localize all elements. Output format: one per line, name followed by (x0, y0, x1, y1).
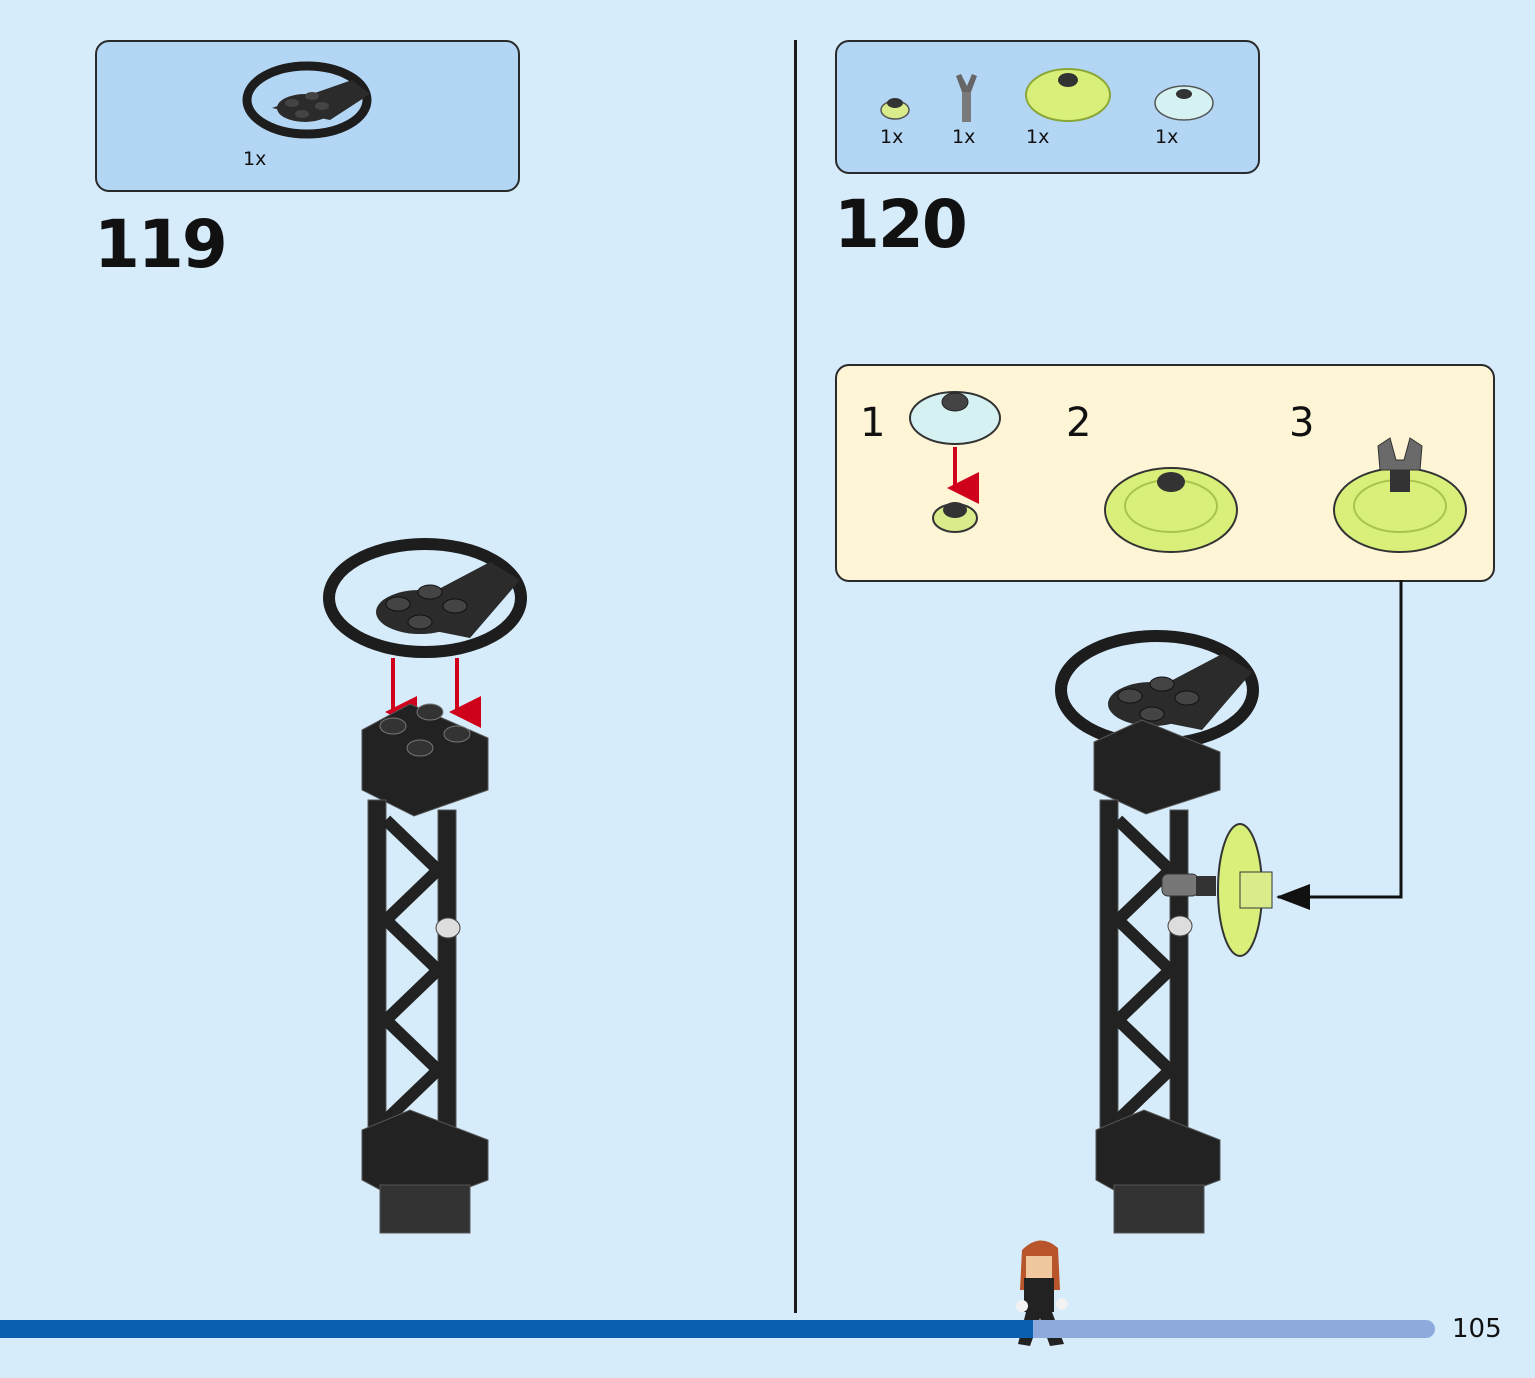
step-120-part-4-qty: 1x (1155, 126, 1179, 148)
parts-callout-step-119 (95, 40, 520, 192)
step-120-part-1-qty: 1x (880, 126, 904, 148)
step-number-120: 120 (834, 186, 968, 263)
sub-step-3: 3 (1289, 400, 1315, 446)
step-number-119: 119 (94, 206, 228, 283)
step-120-part-2-qty: 1x (952, 126, 976, 148)
step-120-tower-illustration (1055, 630, 1273, 1234)
parts-callout-step-120 (835, 40, 1260, 174)
sub-assembly-callout (835, 364, 1495, 582)
step-120-part-3-qty: 1x (1026, 126, 1050, 148)
page-number: 105 (1452, 1314, 1502, 1344)
sub-step-1: 1 (860, 400, 886, 446)
sub-step-2: 2 (1066, 400, 1092, 446)
column-divider (794, 40, 797, 1313)
step-119-part-qty: 1x (243, 148, 267, 170)
progress-fill (0, 1320, 1033, 1338)
step-119-tower-illustration (323, 538, 527, 1234)
